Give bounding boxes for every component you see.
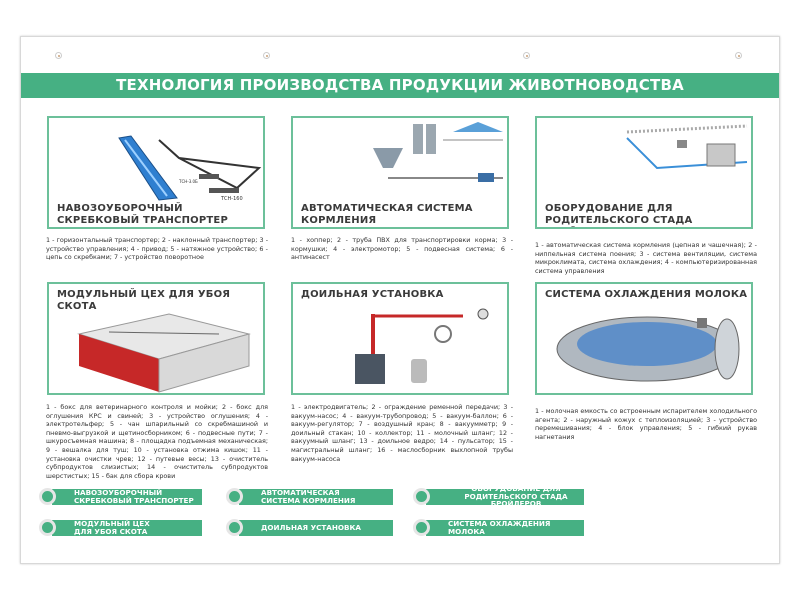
- conveyor-illustration: ТСН-3.0Б ТСН-160: [118, 135, 262, 202]
- screw-icon: [263, 52, 270, 59]
- poster-board: ТЕХНОЛОГИЯ ПРОИЗВОДСТВА ПРОДУКЦИИ ЖИВОТН…: [20, 36, 780, 564]
- label-tsn30b: ТСН-3.0Б: [178, 179, 198, 184]
- card-title: СИСТЕМА ОХЛАЖДЕНИЯ МОЛОКА: [545, 289, 748, 300]
- nav-label: НАВОЗОУБОРОЧНЫЙ: [74, 488, 163, 497]
- circle-icon: [39, 519, 56, 536]
- label-tsn160: ТСН-160: [220, 196, 243, 202]
- screw-icon: [523, 52, 530, 59]
- card-description: 1 - бокс для ветеринарного контроля и мо…: [46, 403, 268, 480]
- card-milking-unit[interactable]: ДОИЛЬНАЯ УСТАНОВКА: [291, 282, 509, 395]
- card-description: 1 - автоматическая система кормления (це…: [535, 241, 757, 275]
- nav-label: СИСТЕМА ОХЛАЖДЕНИЯ МОЛОКА: [448, 519, 551, 536]
- card-broiler-equipment[interactable]: ОБОРУДОВАНИЕ ДЛЯ РОДИТЕЛЬСКОГО СТАДА БРО…: [535, 116, 753, 229]
- nav-label: СКРЕБКОВЫЙ ТРАНСПОРТЕР: [74, 495, 194, 505]
- card-title: МОДУЛЬНЫЙ ЦЕХ ДЛЯ УБОЯ СКОТА: [57, 289, 231, 312]
- card-slaughter-shop[interactable]: МОДУЛЬНЫЙ ЦЕХ ДЛЯ УБОЯ СКОТА: [47, 282, 265, 395]
- nav-label: ОБОРУДОВАНИЕ ДЛЯ: [471, 484, 561, 494]
- card-title: АВТОМАТИЧЕСКАЯ СИСТЕМА КОРМЛЕНИЯ: [301, 203, 473, 226]
- circle-icon: [226, 488, 243, 505]
- card-title: ДОИЛЬНАЯ УСТАНОВКА: [301, 289, 444, 300]
- circle-icon: [39, 488, 56, 505]
- page-title: ТЕХНОЛОГИЯ ПРОИЗВОДСТВА ПРОДУКЦИИ ЖИВОТН…: [21, 73, 779, 98]
- slaughter-illustration: [77, 313, 251, 393]
- nav-button-milk-cooling[interactable]: СИСТЕМА ОХЛАЖДЕНИЯ МОЛОКА: [413, 519, 584, 536]
- circle-icon: [413, 488, 430, 505]
- card-feeding-system[interactable]: АВТОМАТИЧЕСКАЯ СИСТЕМА КОРМЛЕНИЯ: [291, 116, 509, 229]
- nav-label: МОДУЛЬНЫЙ ЦЕХ: [74, 519, 150, 528]
- nav-button-milking-unit[interactable]: ДОИЛЬНАЯ УСТАНОВКА: [226, 519, 393, 536]
- circle-icon: [226, 519, 243, 536]
- nav-label: ДОИЛЬНАЯ УСТАНОВКА: [261, 522, 361, 532]
- card-title: НАВОЗОУБОРОЧНЫЙ СКРЕБКОВЫЙ ТРАНСПОРТЕР: [57, 203, 228, 226]
- feeding-illustration: [373, 122, 503, 182]
- nav-label: РОДИТЕЛЬСКОГО СТАДА БРОЙЛЕРОВ: [464, 491, 568, 509]
- card-milk-cooling[interactable]: СИСТЕМА ОХЛАЖДЕНИЯ МОЛОКА: [535, 282, 753, 395]
- card-description: 1 - молочная емкость со встроенным испар…: [535, 407, 757, 441]
- nav-label: СИСТЕМА КОРМЛЕНИЯ: [261, 495, 356, 505]
- card-title: ОБОРУДОВАНИЕ ДЛЯ РОДИТЕЛЬСКОГО СТАДА БРО…: [545, 203, 693, 226]
- nav-label: АВТОМАТИЧЕСКАЯ: [261, 488, 340, 497]
- card-description: 1 - горизонтальный транспортер; 2 - накл…: [46, 236, 268, 262]
- milking-illustration: [355, 308, 489, 384]
- card-description: 1 - электродвигатель; 2 - ограждение рем…: [291, 403, 513, 463]
- screw-icon: [55, 52, 62, 59]
- milk-tank-illustration: [556, 316, 740, 382]
- broiler-illustration: [626, 124, 748, 170]
- circle-icon: [413, 519, 430, 536]
- card-description: 1 - хоппер; 2 - труба ПВХ для транспорти…: [291, 236, 513, 262]
- card-manure-conveyor[interactable]: ТСН-3.0Б ТСН-160 НАВОЗОУБОРОЧНЫЙ СКРЕБКО…: [47, 116, 265, 229]
- nav-label: ДЛЯ УБОЯ СКОТА: [74, 526, 148, 536]
- screw-icon: [735, 52, 742, 59]
